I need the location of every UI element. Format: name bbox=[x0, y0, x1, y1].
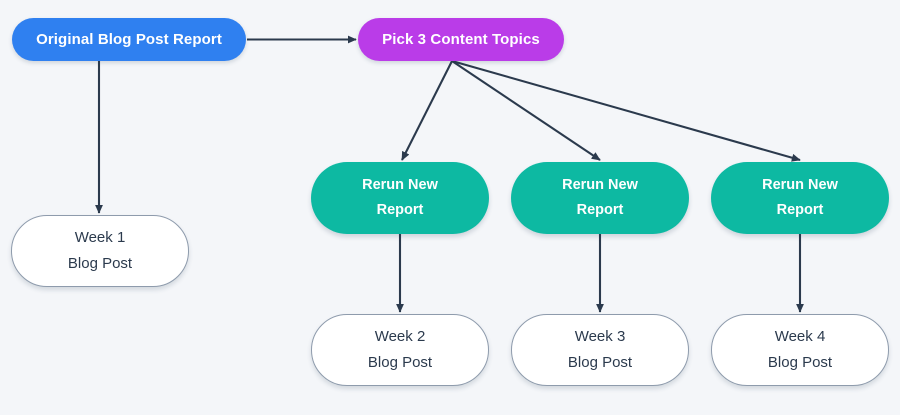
node-rerun-new-report-1[interactable]: Rerun New Report bbox=[311, 162, 489, 234]
edge-pick3-to-rerun1 bbox=[401, 60, 453, 161]
node-week-4-blog-post[interactable]: Week 4 Blog Post bbox=[711, 314, 889, 386]
node-rerun-new-report-2[interactable]: Rerun New Report bbox=[511, 162, 689, 234]
node-label-line-1: Rerun New bbox=[362, 176, 438, 193]
node-rerun-new-report-3[interactable]: Rerun New Report bbox=[711, 162, 889, 234]
node-pick-3-content-topics[interactable]: Pick 3 Content Topics bbox=[358, 18, 564, 61]
node-label-line-2: Blog Post bbox=[67, 255, 133, 272]
node-label-line-1: Week 4 bbox=[774, 327, 826, 345]
node-week-2-blog-post[interactable]: Week 2 Blog Post bbox=[311, 314, 489, 386]
edge-pick3-to-rerun2 bbox=[451, 60, 601, 161]
node-label: Pick 3 Content Topics bbox=[382, 31, 540, 48]
node-label-line-1: Week 3 bbox=[574, 327, 626, 345]
node-label-line-1: Week 1 bbox=[74, 228, 126, 246]
node-label-line-2: Blog Post bbox=[367, 354, 433, 371]
node-label-line-2: Report bbox=[576, 202, 624, 218]
node-label-line-1: Rerun New bbox=[762, 176, 838, 193]
edge-pick3-to-rerun3 bbox=[451, 59, 801, 162]
node-week-1-blog-post[interactable]: Week 1 Blog Post bbox=[11, 215, 189, 287]
node-label-line-1: Week 2 bbox=[374, 327, 426, 345]
node-label: Original Blog Post Report bbox=[36, 31, 222, 48]
node-label-line-2: Report bbox=[376, 202, 424, 218]
node-week-3-blog-post[interactable]: Week 3 Blog Post bbox=[511, 314, 689, 386]
node-original-blog-post-report[interactable]: Original Blog Post Report bbox=[12, 18, 246, 61]
node-label-line-2: Report bbox=[776, 202, 824, 218]
node-label-line-1: Rerun New bbox=[562, 176, 638, 193]
node-label-line-2: Blog Post bbox=[767, 354, 833, 371]
node-label-line-2: Blog Post bbox=[567, 354, 633, 371]
